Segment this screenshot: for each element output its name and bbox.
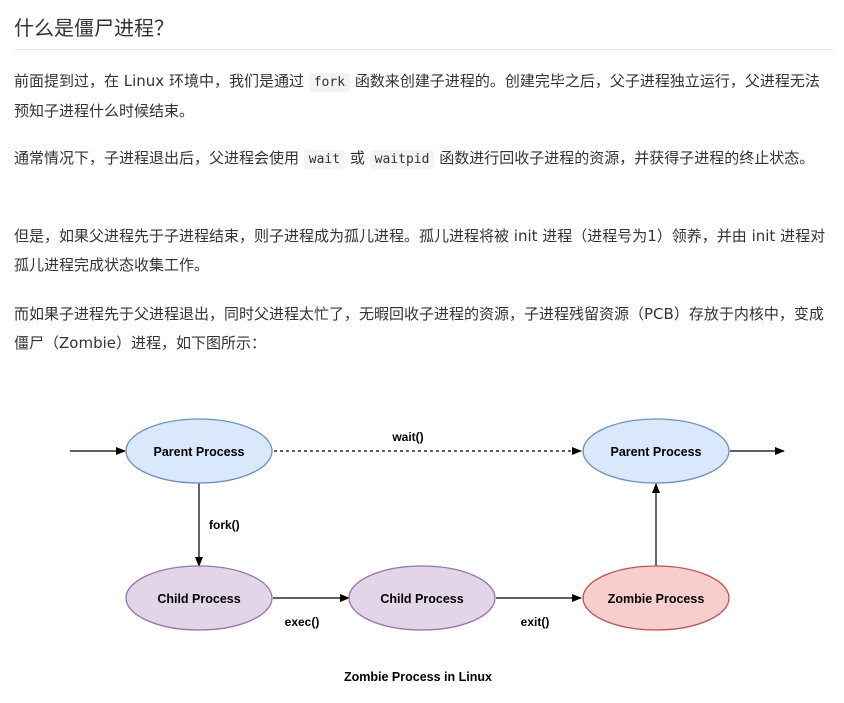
paragraph-text: 通常情况下，子进程退出后，父进程会使用 <box>14 149 304 167</box>
paragraph-text: 函数来创建子进程的。创建完毕之后，父子进程独立运行，父进程无法预知子进程什么时候… <box>14 72 820 120</box>
diagram-caption: Zombie Process in Linux <box>344 670 492 684</box>
inline-code-waitpid: waitpid <box>369 150 435 169</box>
edge-label-wait: wait() <box>391 430 423 444</box>
paragraph-zombie: 而如果子进程先于父进程退出，同时父进程太忙了，无暇回收子进程的资源，子进程残留资… <box>14 305 824 352</box>
node-label: Child Process <box>380 592 463 606</box>
inline-code-fork: fork <box>308 73 351 92</box>
heading-divider <box>14 49 834 50</box>
node-label: Zombie Process <box>608 592 705 606</box>
node-child-left: Child Process <box>125 565 273 631</box>
node-label: Child Process <box>157 592 240 606</box>
edge-label-exit: exit() <box>521 615 550 629</box>
paragraph-wait: 通常情况下，子进程退出后，父进程会使用 wait 或 waitpid 函数进行回… <box>14 144 834 174</box>
node-child-mid: Child Process <box>348 565 496 631</box>
node-label: Parent Process <box>153 445 244 459</box>
paragraph-fork: 前面提到过，在 Linux 环境中，我们是通过 fork 函数来创建子进程的。创… <box>14 67 834 126</box>
node-parent-right: Parent Process <box>582 418 730 484</box>
edge-label-fork: fork() <box>209 518 240 532</box>
paragraph-text: 函数进行回收子进程的资源，并获得子进程的终止状态。 <box>434 149 815 167</box>
paragraph-text: 或 <box>345 149 370 167</box>
edge-label-exec: exec() <box>285 615 320 629</box>
inline-code-wait: wait <box>303 150 346 169</box>
node-parent-left: Parent Process <box>125 418 273 484</box>
zombie-process-diagram: Parent Process Parent Process Child Proc… <box>70 418 785 684</box>
page-heading: 什么是僵尸进程？ <box>14 16 174 40</box>
paragraph-text: 前面提到过，在 Linux 环境中，我们是通过 <box>14 72 309 90</box>
node-zombie: Zombie Process <box>582 565 730 631</box>
node-label: Parent Process <box>610 445 701 459</box>
paragraph-orphan: 但是，如果父进程先于子进程结束，则子进程成为孤儿进程。孤儿进程将被 init 进… <box>14 227 826 274</box>
